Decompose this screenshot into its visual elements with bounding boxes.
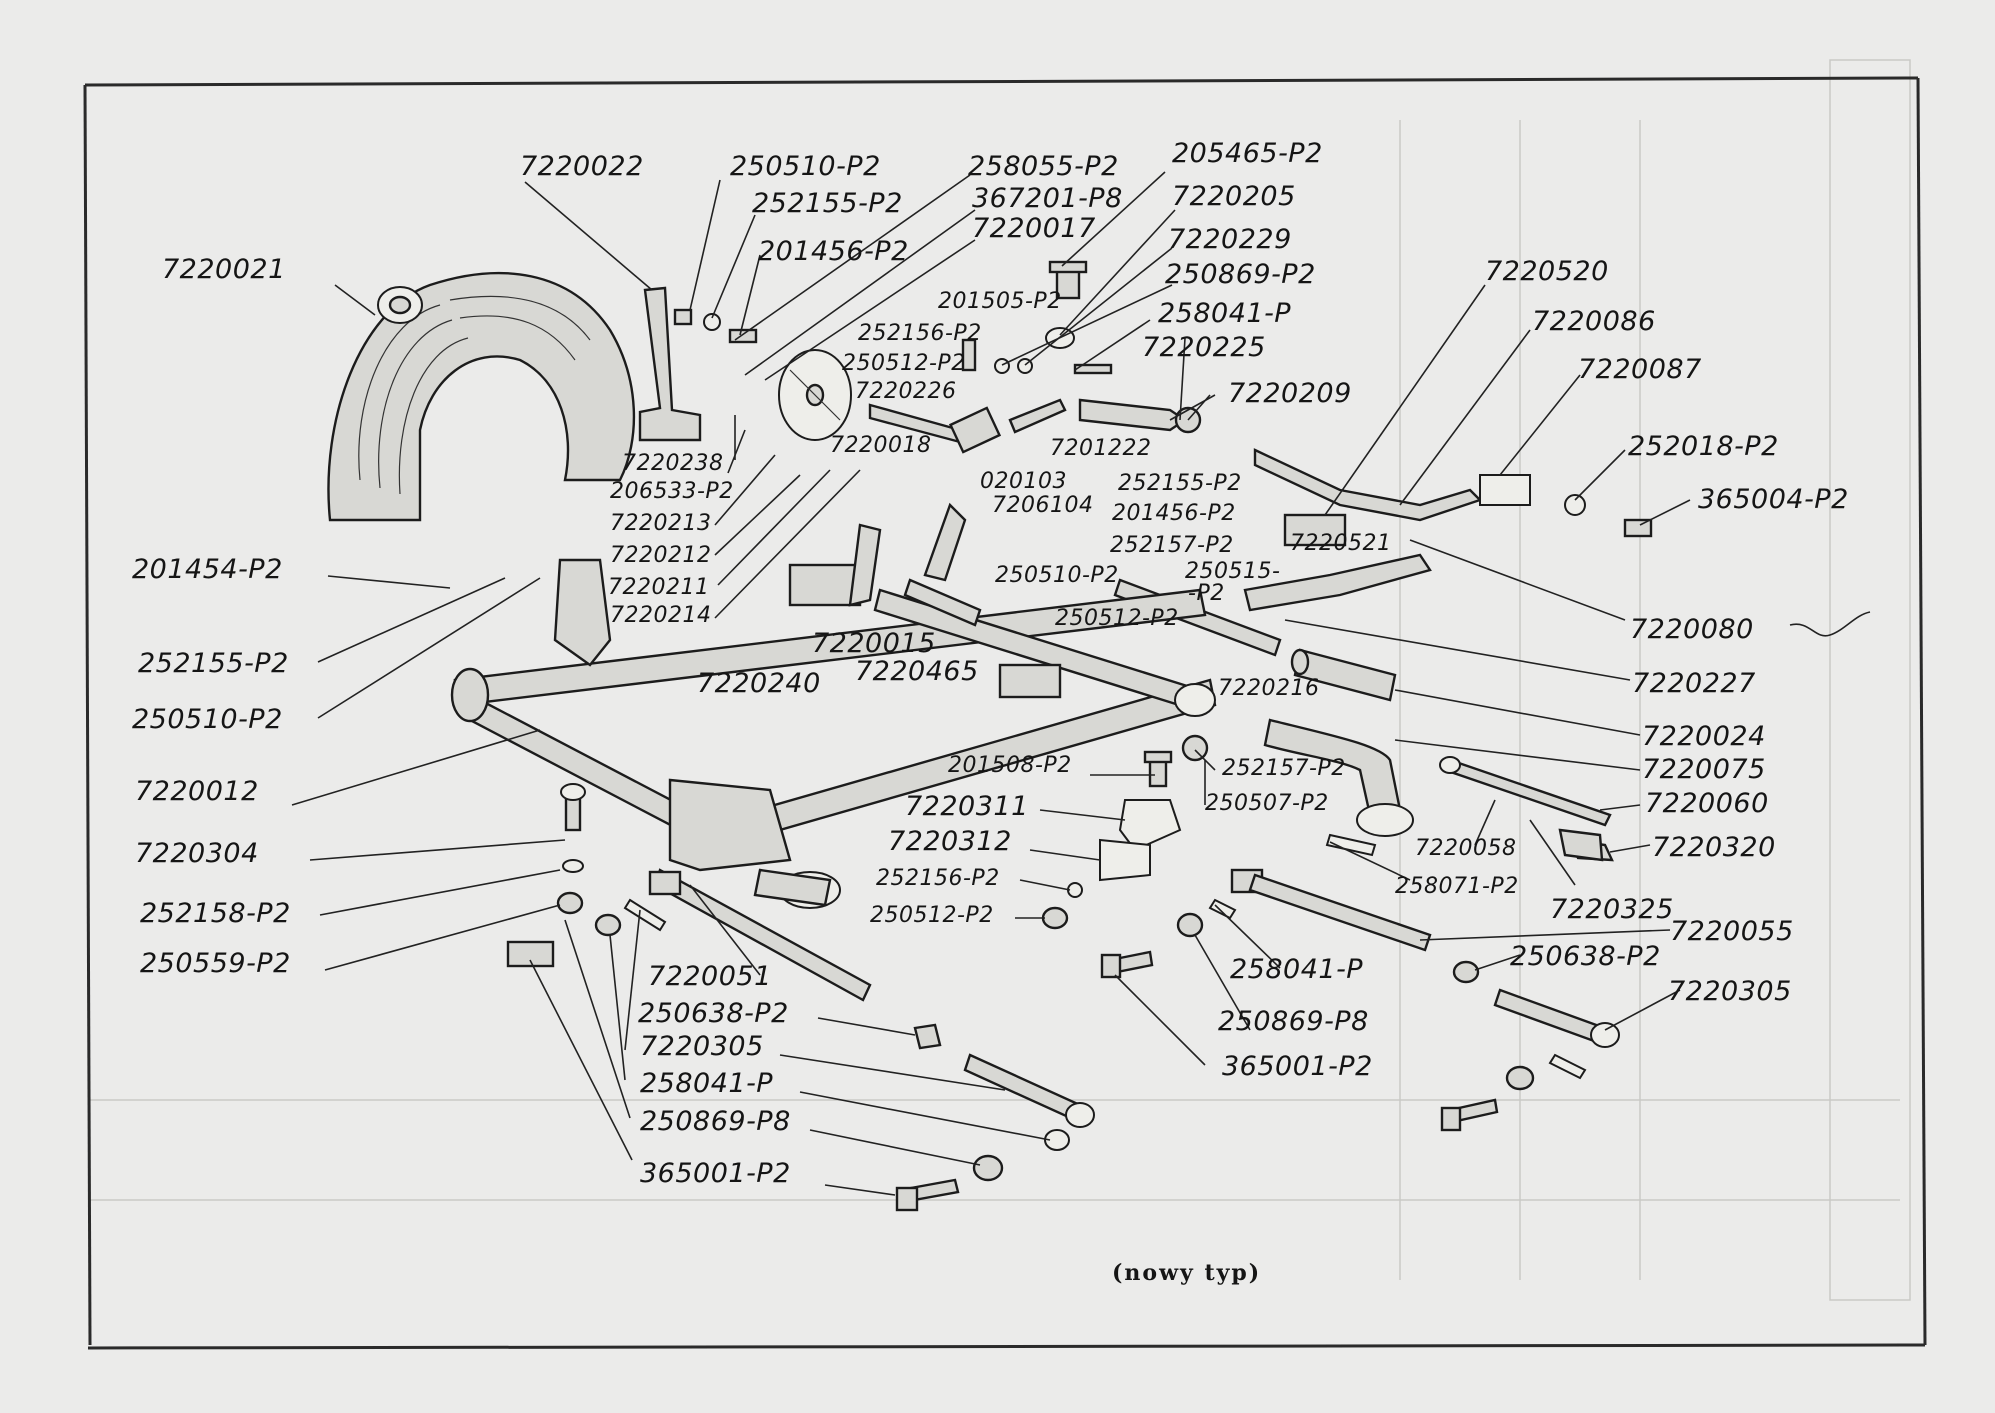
mudguard-7220021 <box>327 271 636 522</box>
page-frame <box>83 76 1927 1350</box>
callout-250869-p8: 250869-P8 <box>1218 1006 1369 1037</box>
callout-252156-p2: 252156-P2 <box>858 321 982 346</box>
callout-7220305: 7220305 <box>1668 976 1792 1007</box>
callout-7220212: 7220212 <box>610 543 711 568</box>
callout-7220520: 7220520 <box>1485 256 1609 287</box>
callout-7220012: 7220012 <box>135 776 259 807</box>
callout-252155-p2-b: 252155-P2 <box>1118 471 1242 496</box>
callout-7220214: 7220214 <box>610 603 711 628</box>
linkage-top <box>868 398 1202 454</box>
callout-7201222: 7201222 <box>1050 436 1151 461</box>
callout-252157-p2: 252157-P2 <box>1110 533 1234 558</box>
callout-7220017: 7220017 <box>972 213 1096 244</box>
callout-250512-p2-b: 250512-P2 <box>1055 606 1179 631</box>
callout-7220075: 7220075 <box>1642 754 1766 785</box>
center-parts <box>1041 734 1432 979</box>
callout-7220225: 7220225 <box>1142 332 1266 363</box>
callout-7220018: 7220018 <box>830 433 931 458</box>
callout-7220051: 7220051 <box>648 961 772 992</box>
callout-365004-p2: 365004-P2 <box>1698 484 1849 515</box>
callout-7220087: 7220087 <box>1578 354 1702 385</box>
callout-250510-p2: 250510-P2 <box>730 151 881 182</box>
callout-365001-p2: 365001-P2 <box>1222 1051 1373 1082</box>
leader-lines <box>291 171 1691 1196</box>
callout-250638-p2: 250638-P2 <box>1510 941 1661 972</box>
bracket-7220022 <box>638 286 702 442</box>
callout-7220021: 7220021 <box>162 254 286 285</box>
callout-7220240: 7220240 <box>697 668 821 699</box>
callout-250559-p2: 250559-P2 <box>140 948 291 979</box>
callout-252155-p2: 252155-P2 <box>752 188 903 219</box>
callout-250515-p2: 250515- <box>1185 559 1280 584</box>
callout-7220325: 7220325 <box>1550 894 1674 925</box>
callout-7220304: 7220304 <box>135 838 259 869</box>
callout-250638-p2-b: 250638-P2 <box>638 998 789 1029</box>
callout-367201-p8: 367201-P8 <box>972 183 1123 214</box>
part-drawings <box>327 260 1871 1212</box>
callout-7220311: 7220311 <box>905 791 1029 822</box>
callout-7220080: 7220080 <box>1630 614 1754 645</box>
callout-258041-p-c: 258041-P <box>640 1068 773 1099</box>
callout-252158-p2: 252158-P2 <box>140 898 291 929</box>
callout-7220465: 7220465 <box>855 656 979 687</box>
callout-7206104: 7206104 <box>992 493 1093 518</box>
callout-201456-p2-b: 201456-P2 <box>1112 501 1236 526</box>
callout-252157-p2-b: 252157-P2 <box>1222 756 1346 781</box>
callout-7220024: 7220024 <box>1642 721 1766 752</box>
callout-258071-p2: 258071-P2 <box>1395 874 1519 899</box>
main-frame-7220012 <box>450 502 1217 909</box>
callout-7220229: 7220229 <box>1168 224 1292 255</box>
diagram-caption: (nowy typ) <box>1112 1260 1261 1286</box>
callout-201454-p2: 201454-P2 <box>132 554 283 585</box>
callout-7220058: 7220058 <box>1415 836 1516 861</box>
callout-201508-p2: 201508-P2 <box>948 753 1072 778</box>
callout-7220305-b: 7220305 <box>640 1031 764 1062</box>
callout-258055-p2: 258055-P2 <box>968 151 1119 182</box>
lower-left-parts <box>506 783 1095 1212</box>
callout-7220320: 7220320 <box>1652 832 1776 863</box>
callout-258041-p: 258041-P <box>1158 298 1291 329</box>
right-lower-parts <box>1325 828 1620 1132</box>
callout-258041-p-b: 258041-P <box>1230 954 1363 985</box>
callout-252156-p2-b: 252156-P2 <box>876 866 1000 891</box>
callout-252155-p2-c: 252155-P2 <box>138 648 289 679</box>
callout-250512-p2-c: 250512-P2 <box>870 903 994 928</box>
callout-7220216: 7220216 <box>1218 676 1319 701</box>
callout-205465-p2: 205465-P2 <box>1172 138 1323 169</box>
callout-250507-p2: 250507-P2 <box>1205 791 1329 816</box>
callout-7220205: 7220205 <box>1172 181 1296 212</box>
callout-250515-p2-suffix: -P2 <box>1188 581 1225 606</box>
callout-7220238: 7220238 <box>622 451 723 476</box>
callout-7220213: 7220213 <box>610 511 711 536</box>
callout-201505-p2: 201505-P2 <box>938 289 1062 314</box>
callout-7220022: 7220022 <box>520 151 644 182</box>
callout-250869-p8-b: 250869-P8 <box>640 1106 791 1137</box>
callout-7220055: 7220055 <box>1670 916 1794 947</box>
callout-252018-p2: 252018-P2 <box>1628 431 1779 462</box>
callout-206533-p2: 206533-P2 <box>610 479 734 504</box>
callout-020103: 020103 <box>980 469 1067 494</box>
callout-7220521: 7220521 <box>1290 531 1391 556</box>
callout-250510-p2-b: 250510-P2 <box>995 563 1119 588</box>
callout-7220015: 7220015 <box>812 628 936 659</box>
callout-250510-p2-c: 250510-P2 <box>132 704 283 735</box>
callout-201456-p2: 201456-P2 <box>758 236 909 267</box>
callout-7220226: 7220226 <box>855 379 956 404</box>
callout-7220227: 7220227 <box>1632 668 1756 699</box>
callout-labels: 7220022 250510-P2 258055-P2 205465-P2 25… <box>132 138 1849 1189</box>
leaf-spring-7220080 <box>1243 448 1653 612</box>
callout-7220060: 7220060 <box>1645 788 1769 819</box>
callout-7220209: 7220209 <box>1228 378 1352 409</box>
callout-365001-p2-b: 365001-P2 <box>640 1158 791 1189</box>
callout-7220312: 7220312 <box>888 826 1012 857</box>
callout-7220086: 7220086 <box>1532 306 1656 337</box>
callout-250512-p2: 250512-P2 <box>842 351 966 376</box>
callout-7220211: 7220211 <box>608 575 709 600</box>
disc-7220018 <box>778 349 852 441</box>
callout-250869-p2: 250869-P2 <box>1165 259 1316 290</box>
